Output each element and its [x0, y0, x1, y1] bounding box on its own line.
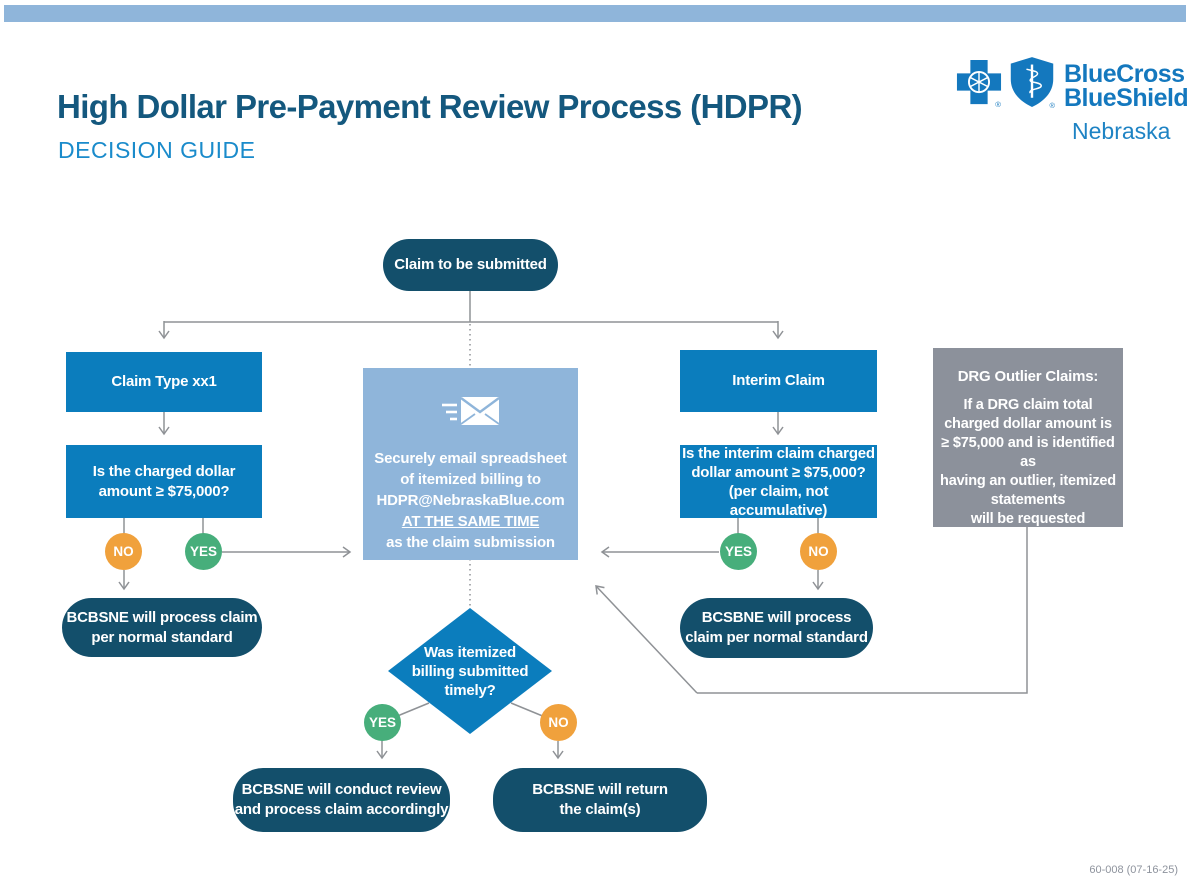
email-line: HDPR@NebraskaBlue.com	[376, 492, 565, 509]
email-icon	[441, 394, 501, 440]
logo-wordmark: BlueCross BlueShield	[1064, 59, 1189, 112]
diamond-line: billing submitted	[411, 662, 529, 680]
svg-text:®: ®	[1050, 101, 1056, 110]
svg-text:®: ®	[995, 100, 1001, 107]
drg-body-line: charged dollar amount is	[944, 416, 1112, 432]
right-no-badge: NO	[800, 533, 837, 570]
page-subtitle: DECISION GUIDE	[58, 137, 256, 163]
logo-brand-bottom: BlueShield	[1064, 83, 1189, 112]
left-outcome-node: BCBSNE will process claim per normal sta…	[62, 598, 262, 657]
outcome-line: BCBSNE will return	[532, 781, 668, 798]
drg-body-line: will be requested	[970, 511, 1086, 527]
interim-claim-node: Interim Claim	[680, 350, 877, 412]
left-question-node: Is the charged dollar amount ≥ $75,000?	[66, 445, 262, 518]
right-question-node: Is the interim claim charged dollar amou…	[680, 444, 877, 519]
outcome-line: the claim(s)	[559, 801, 641, 818]
right-yes-badge: YES	[720, 533, 757, 570]
form-number: 60-008 (07-16-25)	[1089, 864, 1178, 876]
right-question-line: Is the interim claim charged	[682, 444, 875, 462]
timely-yes-badge: YES	[364, 704, 401, 741]
start-node: Claim to be submitted	[383, 239, 558, 291]
diamond-line: Was itemized	[423, 643, 517, 661]
drg-heading: DRG Outlier Claims:	[957, 368, 1099, 385]
page-title: High Dollar Pre-Payment Review Process (…	[57, 88, 803, 125]
email-line-emphasis: AT THE SAME TIME	[401, 513, 540, 530]
logo-region: Nebraska	[1072, 118, 1171, 144]
right-outcome-line: claim per normal standard	[685, 629, 868, 646]
right-question-line: (per claim, not accumulative)	[728, 482, 829, 519]
blue-shield-icon: ®	[1008, 56, 1056, 115]
top-accent-bar	[4, 5, 1186, 22]
left-question-line: Is the charged dollar	[92, 462, 236, 480]
drg-body-line: having an outlier, itemized	[940, 473, 1116, 489]
left-yes-badge: YES	[185, 533, 222, 570]
left-no-badge: NO	[105, 533, 142, 570]
claim-type-node: Claim Type xx1	[66, 352, 262, 412]
email-line: Securely email spreadsheet	[374, 450, 567, 467]
drg-outlier-node: DRG Outlier Claims: If a DRG claim total…	[933, 348, 1123, 527]
email-line: of itemized billing to	[400, 471, 541, 488]
left-outcome-line: per normal standard	[91, 628, 233, 646]
outcome-line: and process claim accordingly	[234, 801, 449, 818]
diamond-line: timely?	[444, 681, 496, 699]
blue-cross-icon: ®	[956, 59, 1002, 112]
right-outcome-node: BCSBNE will process claim per normal sta…	[680, 598, 873, 658]
logo-row: ® ® BlueCross BlueShield	[956, 56, 1189, 115]
logo-brand-top: BlueCross	[1064, 59, 1185, 88]
email-line: as the claim submission	[386, 534, 555, 551]
drg-body-line: statements	[990, 492, 1066, 508]
drg-body-line: If a DRG claim total	[963, 397, 1093, 413]
drg-body: If a DRG claim total charged dollar amou…	[933, 396, 1123, 529]
right-question-line: dollar amount ≥ $75,000?	[691, 463, 866, 481]
drg-body-line: ≥ $75,000 and is identified as	[941, 435, 1115, 470]
timely-no-outcome-node: BCBSNE will return the claim(s)	[493, 768, 707, 832]
left-outcome-line: BCBSNE will process claim	[66, 608, 258, 626]
timely-yes-outcome-node: BCBSNE will conduct review and process c…	[233, 768, 450, 832]
left-question-line: amount ≥ $75,000?	[98, 482, 230, 500]
email-instruction-node: Securely email spreadsheet of itemized b…	[363, 368, 578, 560]
right-outcome-line: BCSBNE will process	[701, 609, 852, 626]
outcome-line: BCBSNE will conduct review	[241, 781, 442, 798]
bcbs-logo: ® ® BlueCross BlueShield Nebraska	[956, 56, 1189, 145]
timely-no-badge: NO	[540, 704, 577, 741]
